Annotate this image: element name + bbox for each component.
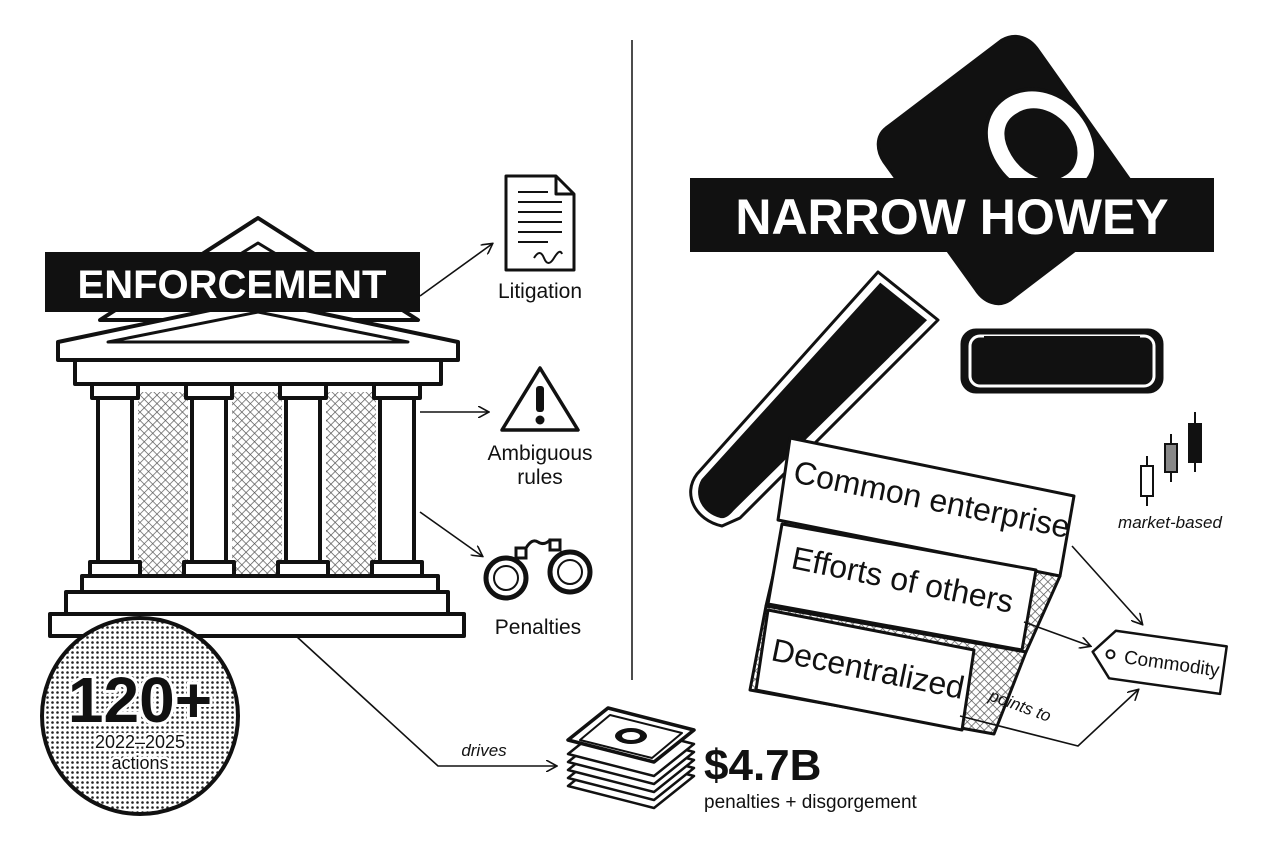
arrow-common-to-commodity <box>1071 545 1142 624</box>
count-badge-circle <box>40 616 240 816</box>
enforcement-title: ENFORCEMENT <box>78 263 387 307</box>
candlestick-icon <box>1140 412 1202 506</box>
warning-icon <box>500 366 580 432</box>
penalty-total-caption: penalties + disgorgement <box>704 792 918 813</box>
flow-label: drives <box>461 741 507 760</box>
arrow-to-penalty-total <box>295 635 556 766</box>
count-badge-unit: actions <box>111 753 168 773</box>
litigation-label: Litigation <box>498 280 582 303</box>
document-icon <box>504 174 576 272</box>
arrow-to-penalties <box>419 511 482 556</box>
narrow-howey-title: NARROW HOWEY <box>735 189 1168 245</box>
penalties-label: Penalties <box>495 616 581 639</box>
criteria-ribbon <box>748 436 1076 736</box>
money-stack-icon <box>566 706 696 810</box>
gavel-icon <box>689 34 1164 528</box>
arrow-efforts-to-commodity <box>1023 621 1090 646</box>
narrow-howey-title-bg <box>690 178 1214 252</box>
enforcement-title-bg <box>45 252 420 312</box>
count-badge-years: 2022–2025 <box>95 732 185 752</box>
handcuffs-icon <box>483 538 593 601</box>
penalty-total-value: $4.7B <box>704 741 821 790</box>
count-badge-value: 120+ <box>68 664 212 736</box>
arrow-to-litigation <box>419 244 492 297</box>
ambiguous-rules-label-line1: Ambiguous <box>487 442 592 465</box>
market-label: market-based <box>1118 513 1222 532</box>
arrow-decentralized-to-commodity <box>959 690 1138 747</box>
ambiguous-rules-label-line2: rules <box>517 466 563 489</box>
commodity-tag: Commodity <box>1091 629 1228 696</box>
